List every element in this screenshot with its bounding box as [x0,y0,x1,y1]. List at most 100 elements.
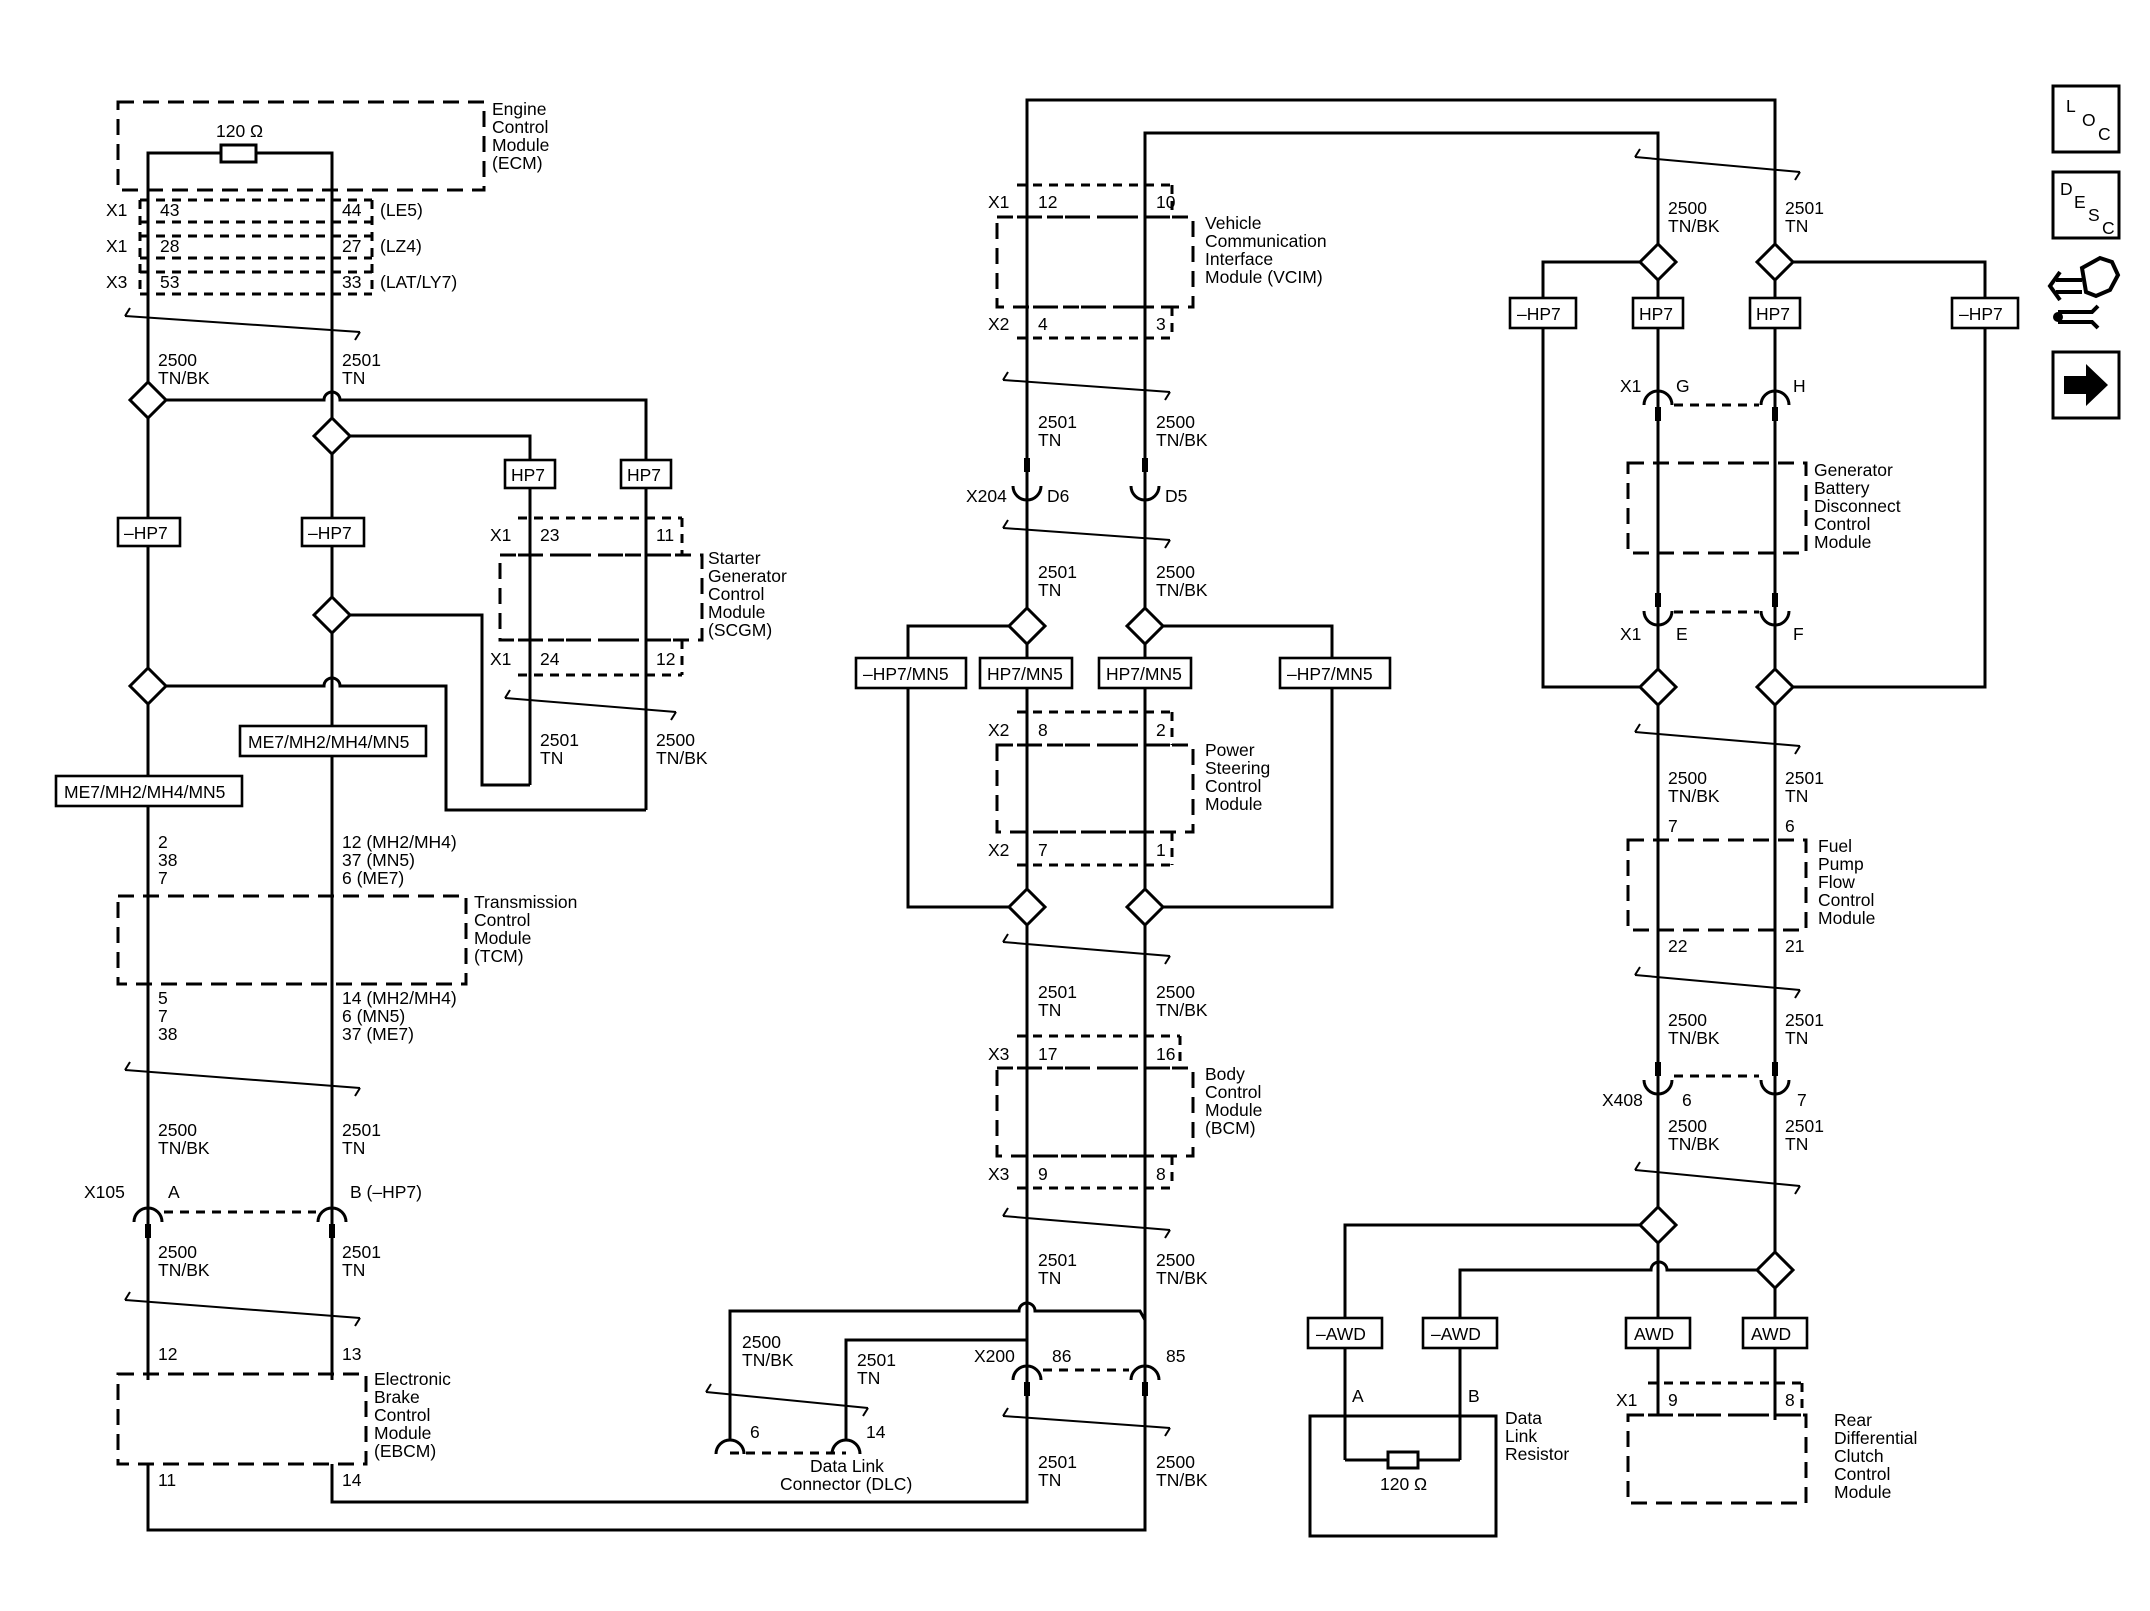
svg-text:C: C [2098,124,2111,144]
circuit-tn: TN [342,368,365,388]
scgm-pin-24: 24 [540,649,560,669]
circuit-2501: 2501 [1038,412,1077,432]
svg-text:L: L [2066,96,2076,116]
rdccm-label-3: Clutch [1834,1446,1884,1466]
bcm-pin-9: 9 [1038,1164,1048,1184]
svg-text:–HP7/MN5: –HP7/MN5 [863,664,949,684]
tcm-pin-38: 38 [158,850,177,870]
circuit-tnbk: TN/BK [1668,786,1720,806]
circuit-tnbk: TN/BK [1156,1470,1208,1490]
option-not-awd: –AWD [1306,1316,1384,1350]
option-hp7: HP7 [1631,296,1685,330]
rdccm-module: X1 9 8 Rear Differential Clutch Control … [1616,1348,1917,1505]
bcm-x3-top: X3 [988,1044,1009,1064]
twisted-pair-symbol [1634,966,1801,999]
connector-x105: X105 A B (–HP7) [84,1182,422,1238]
gbdcm-label-4: Control [1814,514,1870,534]
svg-text:HP7: HP7 [1756,304,1790,324]
svg-text:A: A [168,1182,180,1202]
vcim-pin-12: 12 [1038,192,1057,212]
tcm-pin-37: 37 (MN5) [342,850,415,870]
ecm-terminating-resistor [219,143,258,164]
option-hp7: HP7 [619,458,673,490]
splice-diamond [127,665,169,707]
circuit-tn: TN [1038,1000,1061,1020]
option-me7-mh2-mh4-mn5: ME7/MH2/MH4/MN5 [238,724,428,758]
tcm-pin-7: 7 [158,868,168,888]
connector-x204: X204 D6 D5 [966,458,1187,506]
svg-text:ME7/MH2/MH4/MN5: ME7/MH2/MH4/MN5 [248,732,409,752]
pscm-x2-bottom: X2 [988,840,1009,860]
scgm-x1-bottom: X1 [490,649,511,669]
svg-text:D6: D6 [1047,486,1069,506]
circuit-tnbk: TN/BK [1668,1134,1720,1154]
pscm-pin-8: 8 [1038,720,1048,740]
ecm-pin-43: 43 [160,200,179,220]
next-arrow-icon[interactable] [2051,350,2121,420]
dlc-label-2: Connector (DLC) [780,1474,912,1494]
svg-text:O: O [2082,110,2096,130]
circuit-tnbk: TN/BK [1156,430,1208,450]
scgm-pin-23: 23 [540,525,559,545]
dlr-label-3: Resistor [1505,1444,1569,1464]
option-hp7-mn5: HP7/MN5 [978,656,1074,690]
pscm-label-3: Control [1205,776,1261,796]
gbdcm-label-1: Generator [1814,460,1893,480]
ebcm-label-5: (EBCM) [374,1441,436,1461]
vcim-label-1: Vehicle [1205,213,1261,233]
circuit-2501: 2501 [1038,982,1077,1002]
circuit-2501: 2501 [1785,198,1824,218]
circuit-tnbk: TN/BK [1668,216,1720,236]
tcm-pin-5: 5 [158,988,168,1008]
data-link-resistor: A B 120 Ω Data Link Resistor [1308,1348,1569,1538]
option-hp7: HP7 [503,458,557,490]
vcim-label-4: Module (VCIM) [1205,267,1323,287]
circuit-tn: TN [1038,430,1061,450]
ebcm-pin-14: 14 [342,1470,362,1490]
ecm-variant-le5: (LE5) [380,200,423,220]
gbdcm-label-5: Module [1814,532,1871,552]
svg-text:C: C [2102,218,2115,238]
vcim-pin-3: 3 [1156,314,1166,334]
circuit-tnbk: TN/BK [1668,1028,1720,1048]
svg-text:–HP7: –HP7 [1517,304,1561,324]
circuit-tnbk: TN/BK [158,1260,210,1280]
connector-hand-icon[interactable] [2047,255,2121,330]
circuit-tnbk: TN/BK [1156,1000,1208,1020]
scgm-label-4: Module [708,602,765,622]
pscm-module: X2 8 2 X2 7 1 Power Steering Control Mod… [988,710,1270,867]
bcm-label-1: Body [1205,1064,1245,1084]
bcm-pin-8: 8 [1156,1164,1166,1184]
loc-icon[interactable]: L O C [2051,84,2121,154]
svg-text:HP7: HP7 [1639,304,1673,324]
fpfcm-pin-22: 22 [1668,936,1687,956]
ecm-label-4: (ECM) [492,153,543,173]
svg-text:86: 86 [1052,1346,1071,1366]
bcm-label-2: Control [1205,1082,1261,1102]
splice-diamond [311,415,353,457]
twisted-pair-symbol [1634,1161,1801,1195]
tcm-label-3: Module [474,928,531,948]
circuit-2500: 2500 [1668,768,1707,788]
bcm-label-4: (BCM) [1205,1118,1256,1138]
rdccm-label-1: Rear [1834,1410,1872,1430]
option-not-hp7-mn5: –HP7/MN5 [854,656,968,690]
ecm-conn-1: X1 [106,200,127,220]
ebcm-label-2: Brake [374,1387,420,1407]
svg-text:–AWD: –AWD [1316,1324,1366,1344]
svg-text:–HP7: –HP7 [308,523,352,543]
circuit-tnbk: TN/BK [158,1138,210,1158]
desc-icon[interactable]: D E S C [2051,170,2121,240]
gbdcm-pin-g: G [1676,376,1690,396]
svg-text:–HP7: –HP7 [1959,304,2003,324]
circuit-tn: TN [540,748,563,768]
circuit-tnbk: TN/BK [1156,1268,1208,1288]
gbdcm-pin-f: F [1793,624,1804,644]
tcm-pin-38b: 38 [158,1024,177,1044]
fpfcm-label-2: Pump [1818,854,1864,874]
svg-text:HP7: HP7 [511,465,545,485]
ecm-module: 120 Ω Engine Control Module (ECM) [116,99,549,192]
svg-text:–HP7/MN5: –HP7/MN5 [1287,664,1373,684]
fpfcm-pin-6: 6 [1785,816,1795,836]
